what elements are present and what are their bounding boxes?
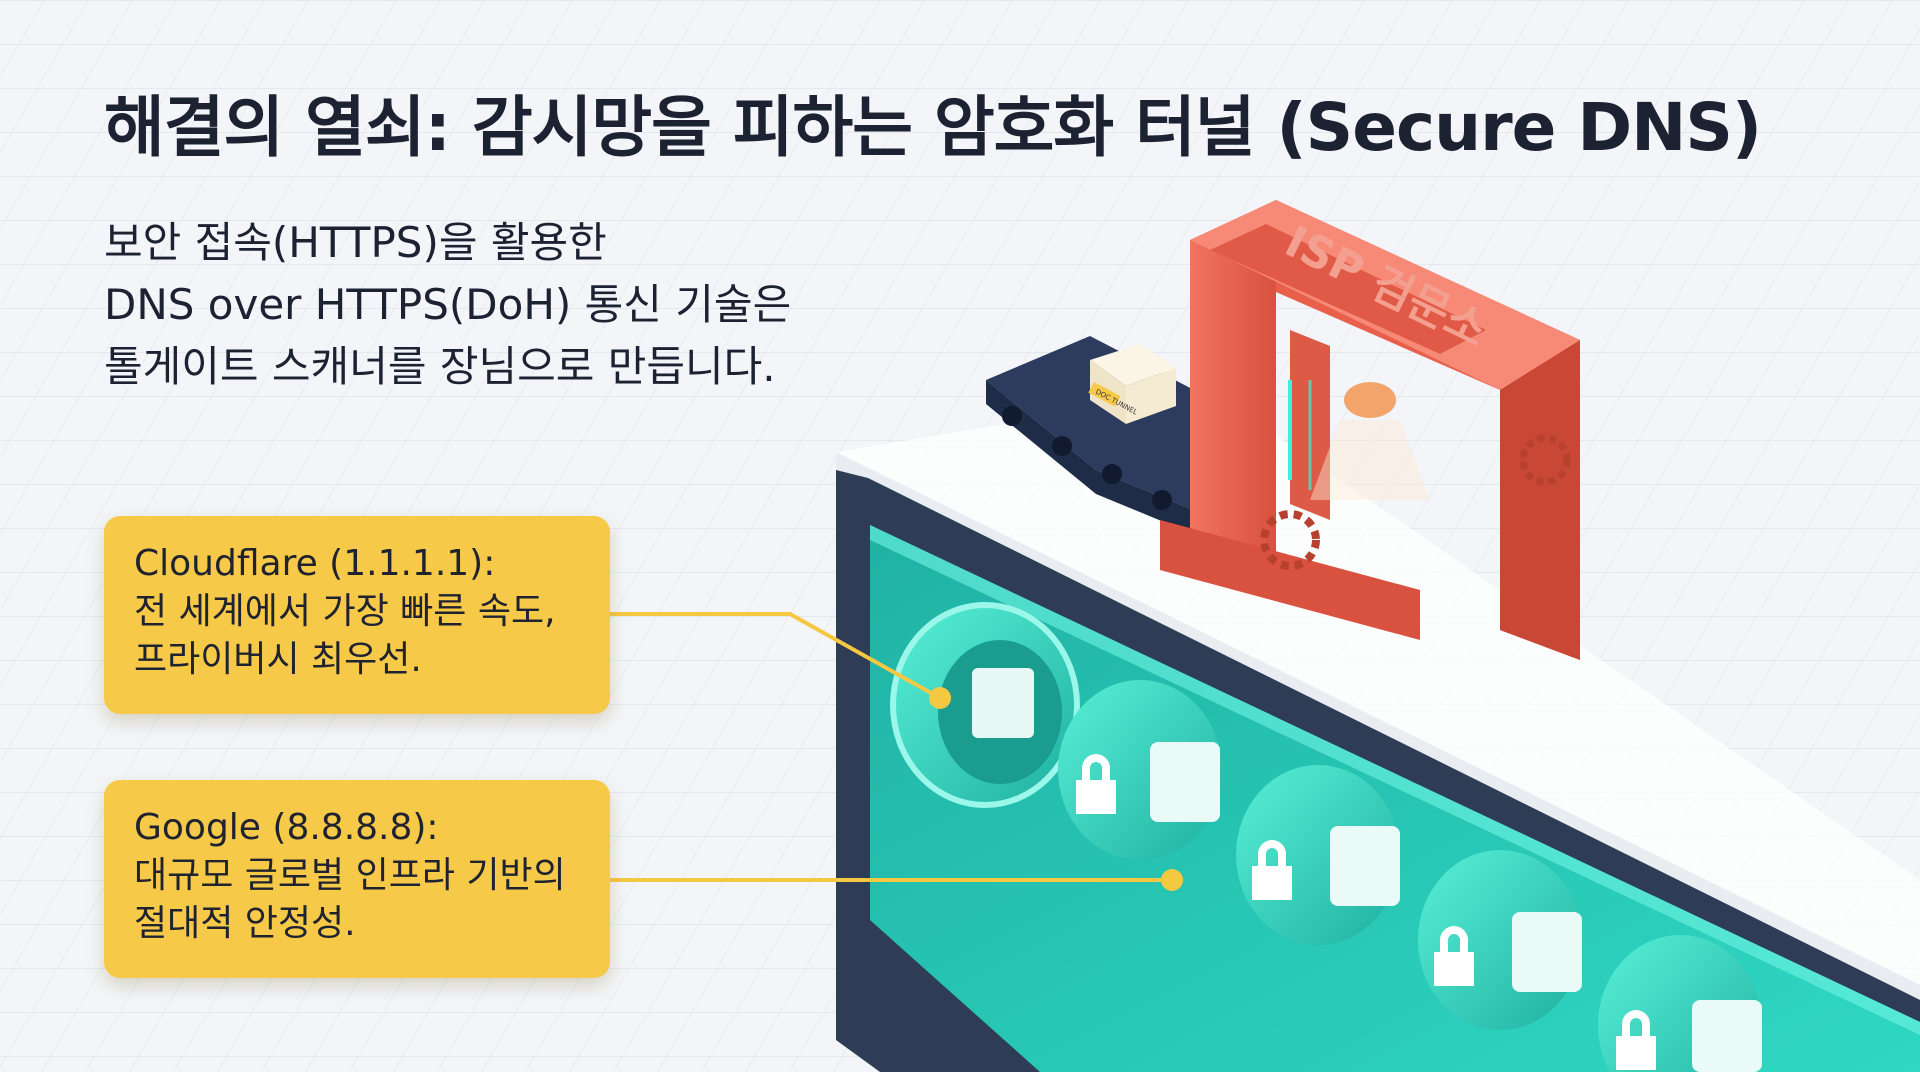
lock-icon bbox=[1434, 926, 1474, 986]
intro-line: DNS over HTTPS(DoH) 통신 기술은 bbox=[104, 280, 792, 329]
isp-checkpoint-gate: ISP 검문소 bbox=[1160, 200, 1580, 660]
callout-line: 프라이버시 최우선. bbox=[134, 639, 422, 680]
callout-line: 전 세계에서 가장 빠른 속도, bbox=[134, 591, 556, 632]
callout-cloudflare: Cloudflare (1.1.1.1): 전 세계에서 가장 빠른 속도, 프… bbox=[104, 516, 610, 714]
lock-icon bbox=[1616, 1010, 1656, 1070]
callout-connector bbox=[610, 869, 1183, 891]
callout-heading: Cloudflare (1.1.1.1): bbox=[134, 543, 496, 584]
intro-line: 보안 접속(HTTPS)을 활용한 bbox=[104, 218, 607, 267]
capsule bbox=[1058, 680, 1222, 860]
capsule bbox=[890, 602, 1080, 808]
capsule bbox=[1598, 935, 1762, 1072]
callout-heading: Google (8.8.8.8): bbox=[134, 807, 439, 848]
intro-text: 보안 접속(HTTPS)을 활용한 DNS over HTTPS(DoH) 통신… bbox=[104, 212, 864, 398]
gear-icon bbox=[1260, 510, 1320, 570]
encrypted-tunnel bbox=[836, 470, 1920, 1072]
capsule bbox=[1236, 765, 1400, 945]
callout-line: 대규모 글로벌 인프라 기반의 bbox=[134, 855, 566, 896]
page-title: 해결의 열쇠: 감시망을 피하는 암호화 터널 (Secure DNS) bbox=[104, 89, 1762, 166]
lock-icon bbox=[1076, 754, 1116, 814]
conveyor-belt: DOC TUNNEL bbox=[986, 336, 1198, 536]
callout-connector bbox=[610, 612, 951, 709]
callout-google: Google (8.8.8.8): 대규모 글로벌 인프라 기반의 절대적 안정… bbox=[104, 780, 610, 978]
lock-icon bbox=[1252, 840, 1292, 900]
callout-line: 절대적 안정성. bbox=[134, 903, 356, 944]
gear-icon bbox=[1519, 434, 1571, 486]
intro-line: 톨게이트 스캐너를 장님으로 만듭니다. bbox=[104, 342, 776, 391]
capsule bbox=[1418, 850, 1582, 1030]
